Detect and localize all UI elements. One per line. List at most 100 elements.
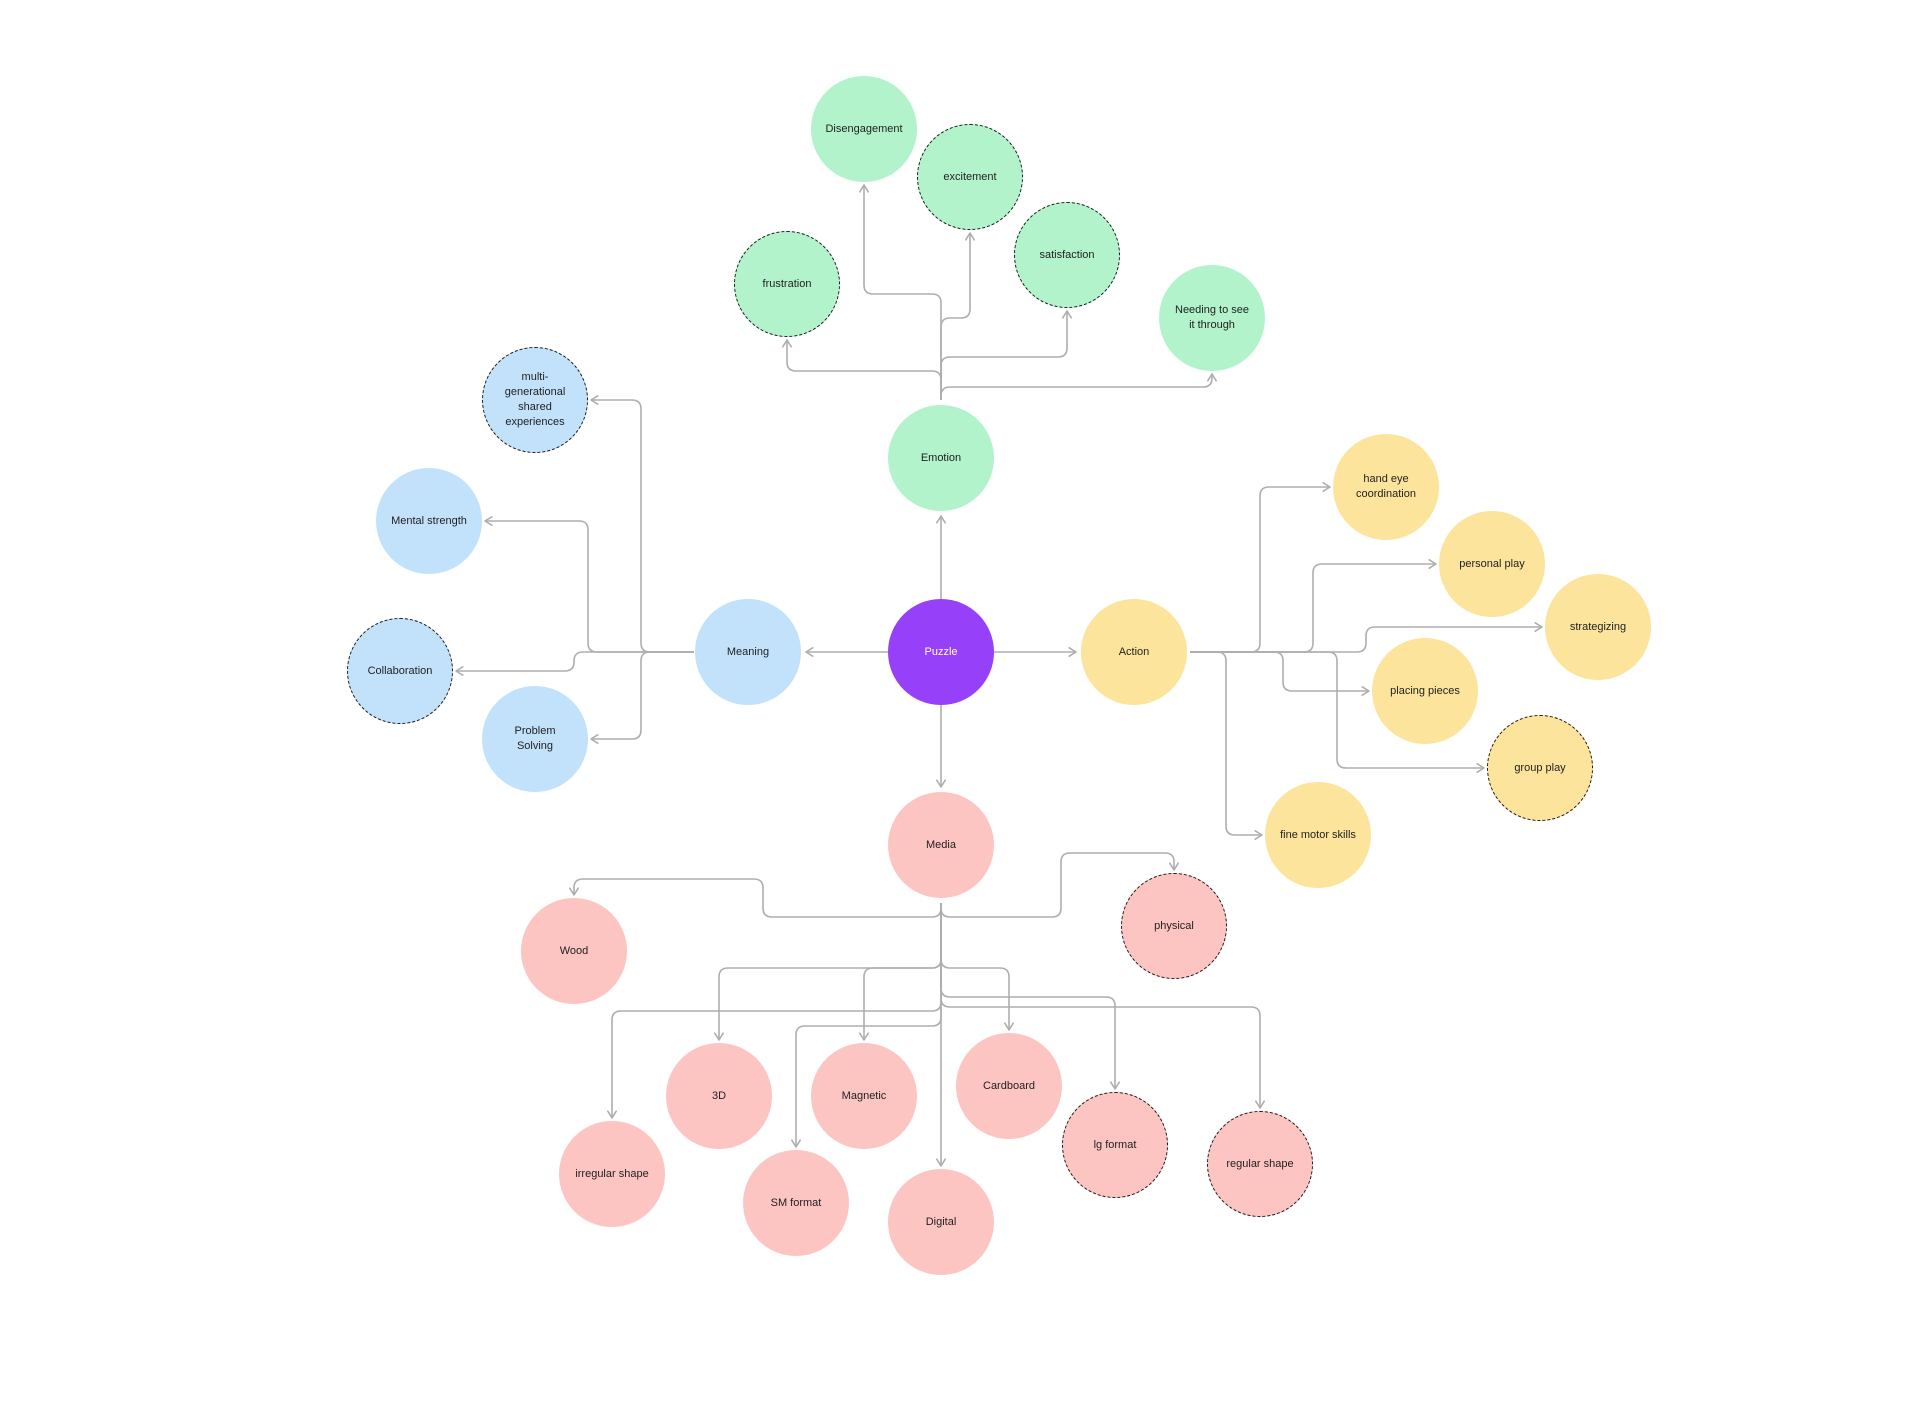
arrowhead-placing-pieces: [1361, 686, 1370, 696]
arrowhead-sm-format: [791, 1139, 801, 1148]
node-label: multi-generational shared experiences: [504, 371, 566, 428]
node-label: Meaning: [726, 645, 770, 658]
connector-to-fine-motor: [1190, 651, 1262, 836]
arrowhead-media: [936, 779, 946, 788]
connector-to-strategizing: [1190, 626, 1542, 653]
connector-to-group-play: [1190, 651, 1484, 769]
connector-to-hand-eye: [1190, 486, 1330, 653]
node-group-play[interactable]: group play: [1487, 715, 1593, 821]
node-strategizing[interactable]: strategizing: [1545, 574, 1651, 680]
node-excitement[interactable]: excitement: [917, 124, 1023, 230]
node-label: Wood: [559, 944, 589, 957]
node-emotion[interactable]: Emotion: [888, 405, 994, 511]
arrowhead-disengagement: [859, 184, 869, 193]
arrowhead-digital: [936, 1158, 946, 1167]
connector-to-collaboration: [456, 651, 694, 672]
arrowhead-physical: [1169, 862, 1179, 871]
node-label: Puzzle: [924, 645, 958, 658]
arrowhead-mental-strength: [484, 516, 493, 526]
node-seeing-through[interactable]: Needing to see it through: [1159, 265, 1265, 371]
node-label: Media: [926, 838, 956, 851]
node-label: fine motor skills: [1280, 828, 1356, 841]
node-disengagement[interactable]: Disengagement: [811, 76, 917, 182]
node-frustration[interactable]: frustration: [734, 231, 840, 337]
node-action[interactable]: Action: [1081, 599, 1187, 705]
arrowhead-hand-eye: [1322, 482, 1331, 492]
node-magnetic[interactable]: Magnetic: [811, 1043, 917, 1149]
node-mental-strength[interactable]: Mental strength: [376, 468, 482, 574]
node-lg-format[interactable]: lg format: [1062, 1092, 1168, 1198]
arrowhead-multi-gen: [590, 395, 599, 405]
connector-to-personal-play: [1190, 563, 1436, 653]
node-meaning[interactable]: Meaning: [695, 599, 801, 705]
arrowhead-collaboration: [455, 666, 464, 676]
node-satisfaction[interactable]: satisfaction: [1014, 202, 1120, 308]
connector-to-magnetic: [863, 903, 942, 1040]
node-label: personal play: [1459, 557, 1525, 570]
arrowhead-frustration: [782, 339, 792, 348]
node-label: lg format: [1093, 1138, 1137, 1151]
node-irregular-shape[interactable]: irregular shape: [559, 1121, 665, 1227]
node-label: Problem Solving: [514, 725, 556, 752]
connector-to-satisfaction: [940, 311, 1068, 400]
node-label: placing pieces: [1390, 684, 1460, 697]
arrowhead-excitement: [965, 232, 975, 241]
node-label: frustration: [762, 277, 812, 290]
node-physical[interactable]: physical: [1121, 873, 1227, 979]
connector-to-wood: [573, 878, 942, 918]
arrowhead-group-play: [1476, 763, 1485, 773]
node-personal-play[interactable]: personal play: [1439, 511, 1545, 617]
connector-to-excitement: [940, 233, 971, 400]
connector-to-problem-solving: [591, 651, 694, 740]
arrowhead-satisfaction: [1062, 310, 1072, 319]
connector-to-seeing-through: [940, 374, 1213, 400]
node-placing-pieces[interactable]: placing pieces: [1372, 638, 1478, 744]
node-wood[interactable]: Wood: [521, 898, 627, 1004]
node-cardboard[interactable]: Cardboard: [956, 1033, 1062, 1139]
connector-to-3d: [718, 903, 942, 1040]
connector-to-disengagement: [863, 185, 942, 400]
arrowhead-strategizing: [1534, 622, 1543, 632]
node-label: physical: [1154, 919, 1194, 932]
node-label: Mental strength: [391, 514, 467, 527]
arrowhead-action: [1068, 647, 1077, 657]
connector-to-cardboard: [940, 903, 1010, 1030]
node-label: 3D: [711, 1089, 727, 1102]
connector-to-frustration: [786, 340, 942, 400]
connector-to-multi-gen: [591, 399, 694, 653]
node-label: Digital: [925, 1215, 957, 1228]
arrowhead-lg-format: [1110, 1081, 1120, 1090]
arrowhead-irregular-shape: [607, 1110, 617, 1119]
node-label: Disengagement: [825, 122, 903, 135]
node-multi-gen[interactable]: multi-generational shared experiences: [482, 347, 588, 453]
node-problem-solving[interactable]: Problem Solving: [482, 686, 588, 792]
node-fine-motor[interactable]: fine motor skills: [1265, 782, 1371, 888]
arrowhead-cardboard: [1004, 1022, 1014, 1031]
node-label: Needing to see it through: [1175, 304, 1249, 331]
node-label: regular shape: [1226, 1157, 1294, 1170]
node-hand-eye[interactable]: hand eye coordination: [1333, 434, 1439, 540]
node-media[interactable]: Media: [888, 792, 994, 898]
connector-to-placing-pieces: [1190, 651, 1369, 692]
connector-to-mental-strength: [485, 520, 694, 653]
node-label: excitement: [943, 170, 997, 183]
node-label: Action: [1118, 645, 1150, 658]
arrowhead-seeing-through: [1207, 373, 1217, 382]
node-label: Cardboard: [983, 1079, 1035, 1092]
node-regular-shape[interactable]: regular shape: [1207, 1111, 1313, 1217]
node-sm-format[interactable]: SM format: [743, 1150, 849, 1256]
node-label: Magnetic: [841, 1089, 887, 1102]
node-3d[interactable]: 3D: [666, 1043, 772, 1149]
node-digital[interactable]: Digital: [888, 1169, 994, 1275]
arrowhead-3d: [714, 1032, 724, 1041]
node-label: Collaboration: [367, 664, 433, 677]
node-root[interactable]: Puzzle: [888, 599, 994, 705]
connector-to-physical: [940, 852, 1175, 918]
arrowhead-magnetic: [859, 1032, 869, 1041]
node-collaboration[interactable]: Collaboration: [347, 618, 453, 724]
node-label: Emotion: [920, 451, 962, 464]
node-label: hand eye coordination: [1356, 473, 1416, 500]
connector-to-regular-shape: [940, 903, 1261, 1108]
